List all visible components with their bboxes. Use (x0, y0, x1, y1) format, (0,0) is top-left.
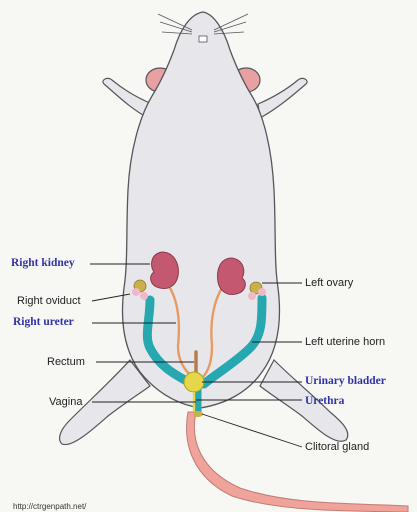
label-clitoral-gland: Clitoral gland (305, 441, 369, 453)
urinary-bladder (184, 372, 204, 392)
tail (187, 412, 408, 512)
label-vagina: Vagina (49, 396, 82, 408)
leader-clitoral-gland (202, 414, 302, 447)
right-kidney (151, 252, 179, 289)
label-right-ureter: Right ureter (13, 316, 74, 328)
source-url: http://ctrgenpath.net/ (13, 502, 86, 511)
label-left-ovary: Left ovary (305, 277, 353, 289)
label-urethra: Urethra (305, 395, 344, 407)
label-left-uterine-horn: Left uterine horn (305, 336, 385, 348)
clitoral-gland (193, 411, 203, 417)
label-right-oviduct: Right oviduct (17, 295, 81, 307)
incisors (199, 36, 207, 42)
label-rectum: Rectum (47, 356, 85, 368)
label-right-kidney: Right kidney (11, 257, 75, 269)
left-forelimb (258, 78, 307, 118)
label-urinary-bladder: Urinary bladder (305, 375, 386, 387)
left-kidney (218, 258, 246, 295)
